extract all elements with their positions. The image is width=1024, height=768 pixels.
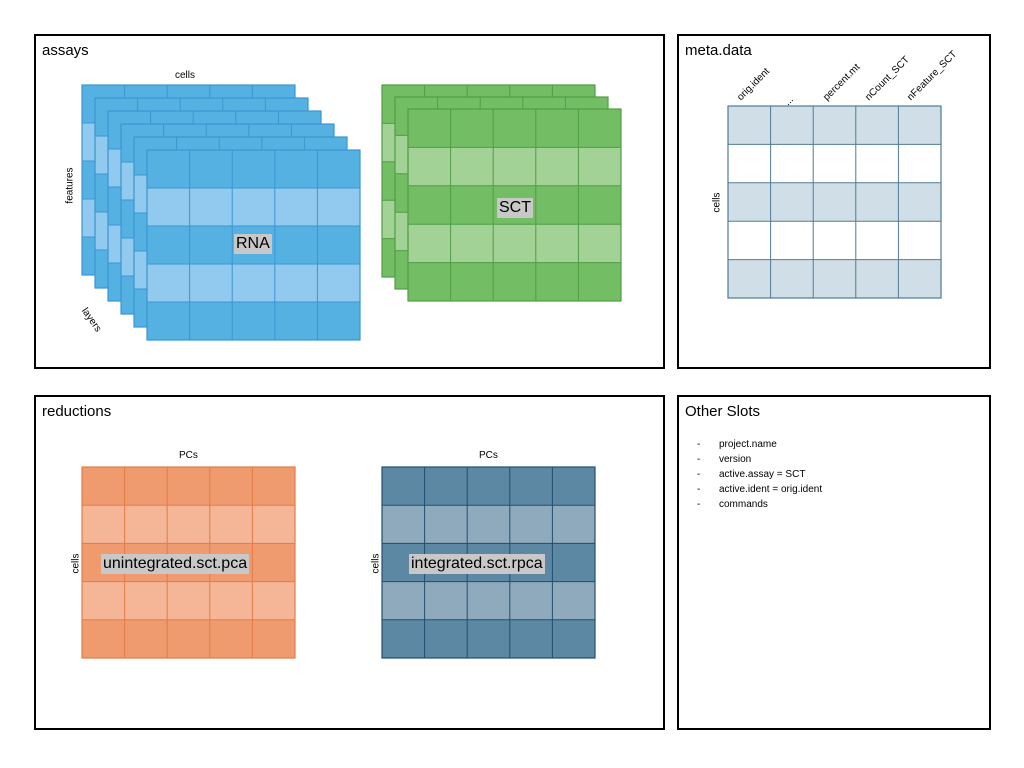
rna-layer — [146, 149, 361, 341]
rna-layer-border — [146, 149, 361, 341]
sct-layer-border — [407, 108, 622, 302]
metadata-table-grid-row — [728, 182, 941, 222]
pca-matrix-grid-row — [82, 467, 295, 506]
rpca-matrix-grid-row — [382, 505, 595, 544]
other-slot-item: active.assay = SCT — [697, 467, 822, 482]
metadata-table-grid-row — [728, 106, 941, 145]
rna-assay-label: RNA — [234, 234, 272, 254]
rna-layer-row — [147, 302, 360, 340]
rpca-reduction-label: integrated.sct.rpca — [409, 554, 545, 574]
pca-matrix-grid-row — [82, 581, 295, 620]
other-slot-item: active.ident = orig.ident — [697, 482, 822, 497]
rna-layer-row — [147, 188, 360, 226]
sct-layer-row — [408, 109, 621, 148]
other-slot-item: project.name — [697, 437, 822, 452]
rna-layer-row — [147, 264, 360, 302]
rpca-matrix-grid-row — [382, 619, 595, 658]
sct-assay-label: SCT — [497, 198, 533, 218]
sct-layer-row — [408, 147, 621, 186]
rpca-matrix-grid-border — [381, 466, 596, 659]
assays-cells-label: cells — [175, 70, 196, 81]
pca-matrix-grid-row — [82, 505, 295, 544]
other-slot-item: version — [697, 452, 822, 467]
other-slots-title: Other Slots — [685, 403, 761, 420]
rpca-pcs-label: PCs — [479, 450, 498, 461]
other-slots-panel: Other Slots project.name version active.… — [677, 395, 991, 730]
assays-title: assays — [42, 42, 89, 59]
metadata-table-grid-border — [727, 105, 942, 299]
metadata-table-grid-row — [728, 221, 941, 260]
rna-layer-row — [147, 150, 360, 188]
pca-pcs-label: PCs — [179, 450, 198, 461]
sct-layer-row — [408, 224, 621, 263]
pca-reduction-label: unintegrated.sct.pca — [101, 554, 250, 574]
metadata-title: meta.data — [685, 42, 752, 59]
metadata-table-grid-row — [728, 144, 941, 183]
pca-matrix-grid — [81, 466, 296, 659]
metadata-table-grid-row — [728, 259, 941, 298]
reductions-title: reductions — [42, 403, 112, 420]
rpca-matrix-grid — [381, 466, 596, 659]
rpca-matrix-grid-row — [382, 581, 595, 620]
rpca-matrix-grid-row — [382, 467, 595, 506]
sct-layer — [407, 108, 622, 302]
pca-matrix-grid-border — [81, 466, 296, 659]
metadata-table-grid — [727, 105, 942, 299]
pca-matrix-grid-row — [82, 619, 295, 658]
other-slots-list: project.name version active.assay = SCT … — [697, 437, 822, 512]
sct-layer-row — [408, 262, 621, 301]
other-slot-item: commands — [697, 497, 822, 512]
